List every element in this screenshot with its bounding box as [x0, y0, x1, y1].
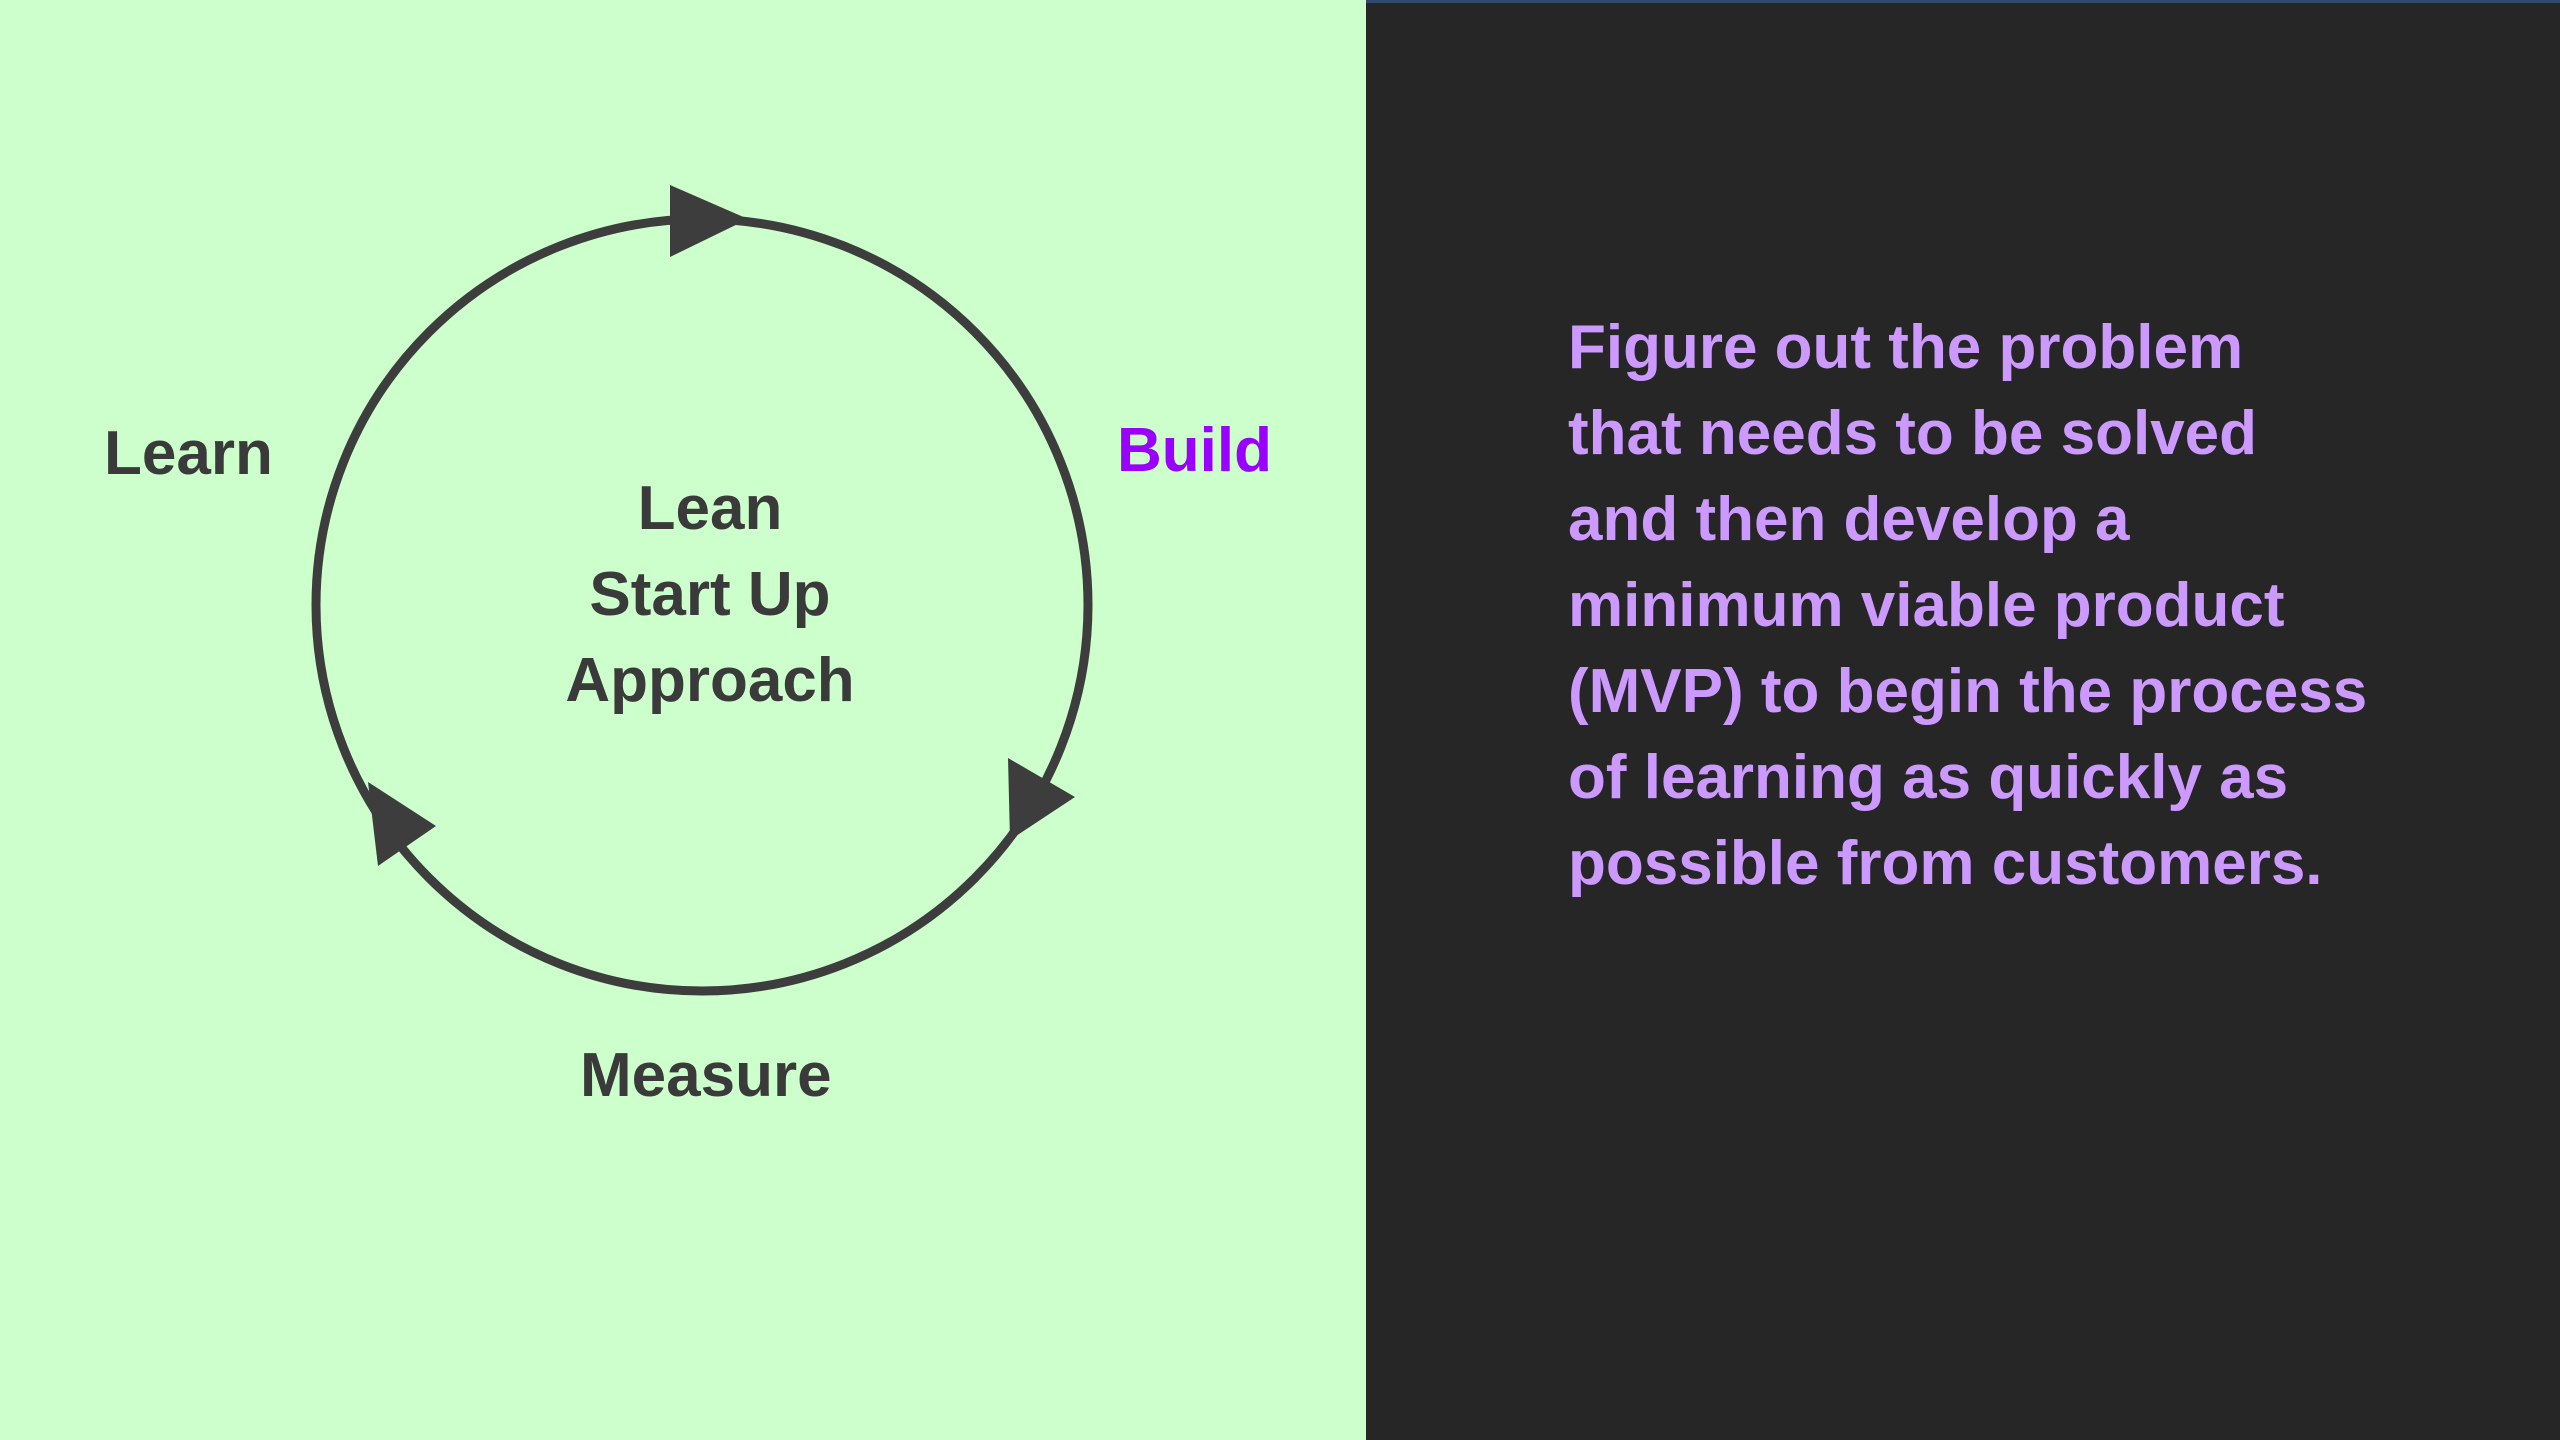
center-title-line: Approach	[565, 646, 855, 715]
center-title-line: Start Up	[589, 560, 831, 629]
stage-label-learn: Learn	[104, 419, 273, 488]
center-title-line: Lean	[637, 474, 783, 543]
arrow-left-icon	[368, 782, 436, 866]
description-line: minimum viable product	[1568, 571, 2285, 640]
arrow-top-icon	[670, 185, 748, 257]
build-measure-learn-cycle	[311, 185, 1093, 996]
description-line: and then develop a	[1568, 485, 2130, 554]
stage-label-measure: Measure	[580, 1041, 832, 1110]
diagram-center-title: Lean Start Up Approach	[540, 466, 880, 724]
description-line: of learning as quickly as	[1568, 743, 2289, 812]
stage-label-build: Build	[1117, 416, 1272, 485]
description-panel	[1366, 0, 2560, 1440]
description-line: (MVP) to begin the process	[1568, 657, 2368, 726]
description-line: that needs to be solved	[1568, 399, 2258, 468]
description-line: Figure out the problem	[1568, 313, 2244, 382]
arrow-right-icon	[1008, 758, 1075, 840]
description-line: possible from customers.	[1568, 829, 2323, 898]
description-text: Figure out the problem that needs to be …	[1568, 305, 2468, 907]
